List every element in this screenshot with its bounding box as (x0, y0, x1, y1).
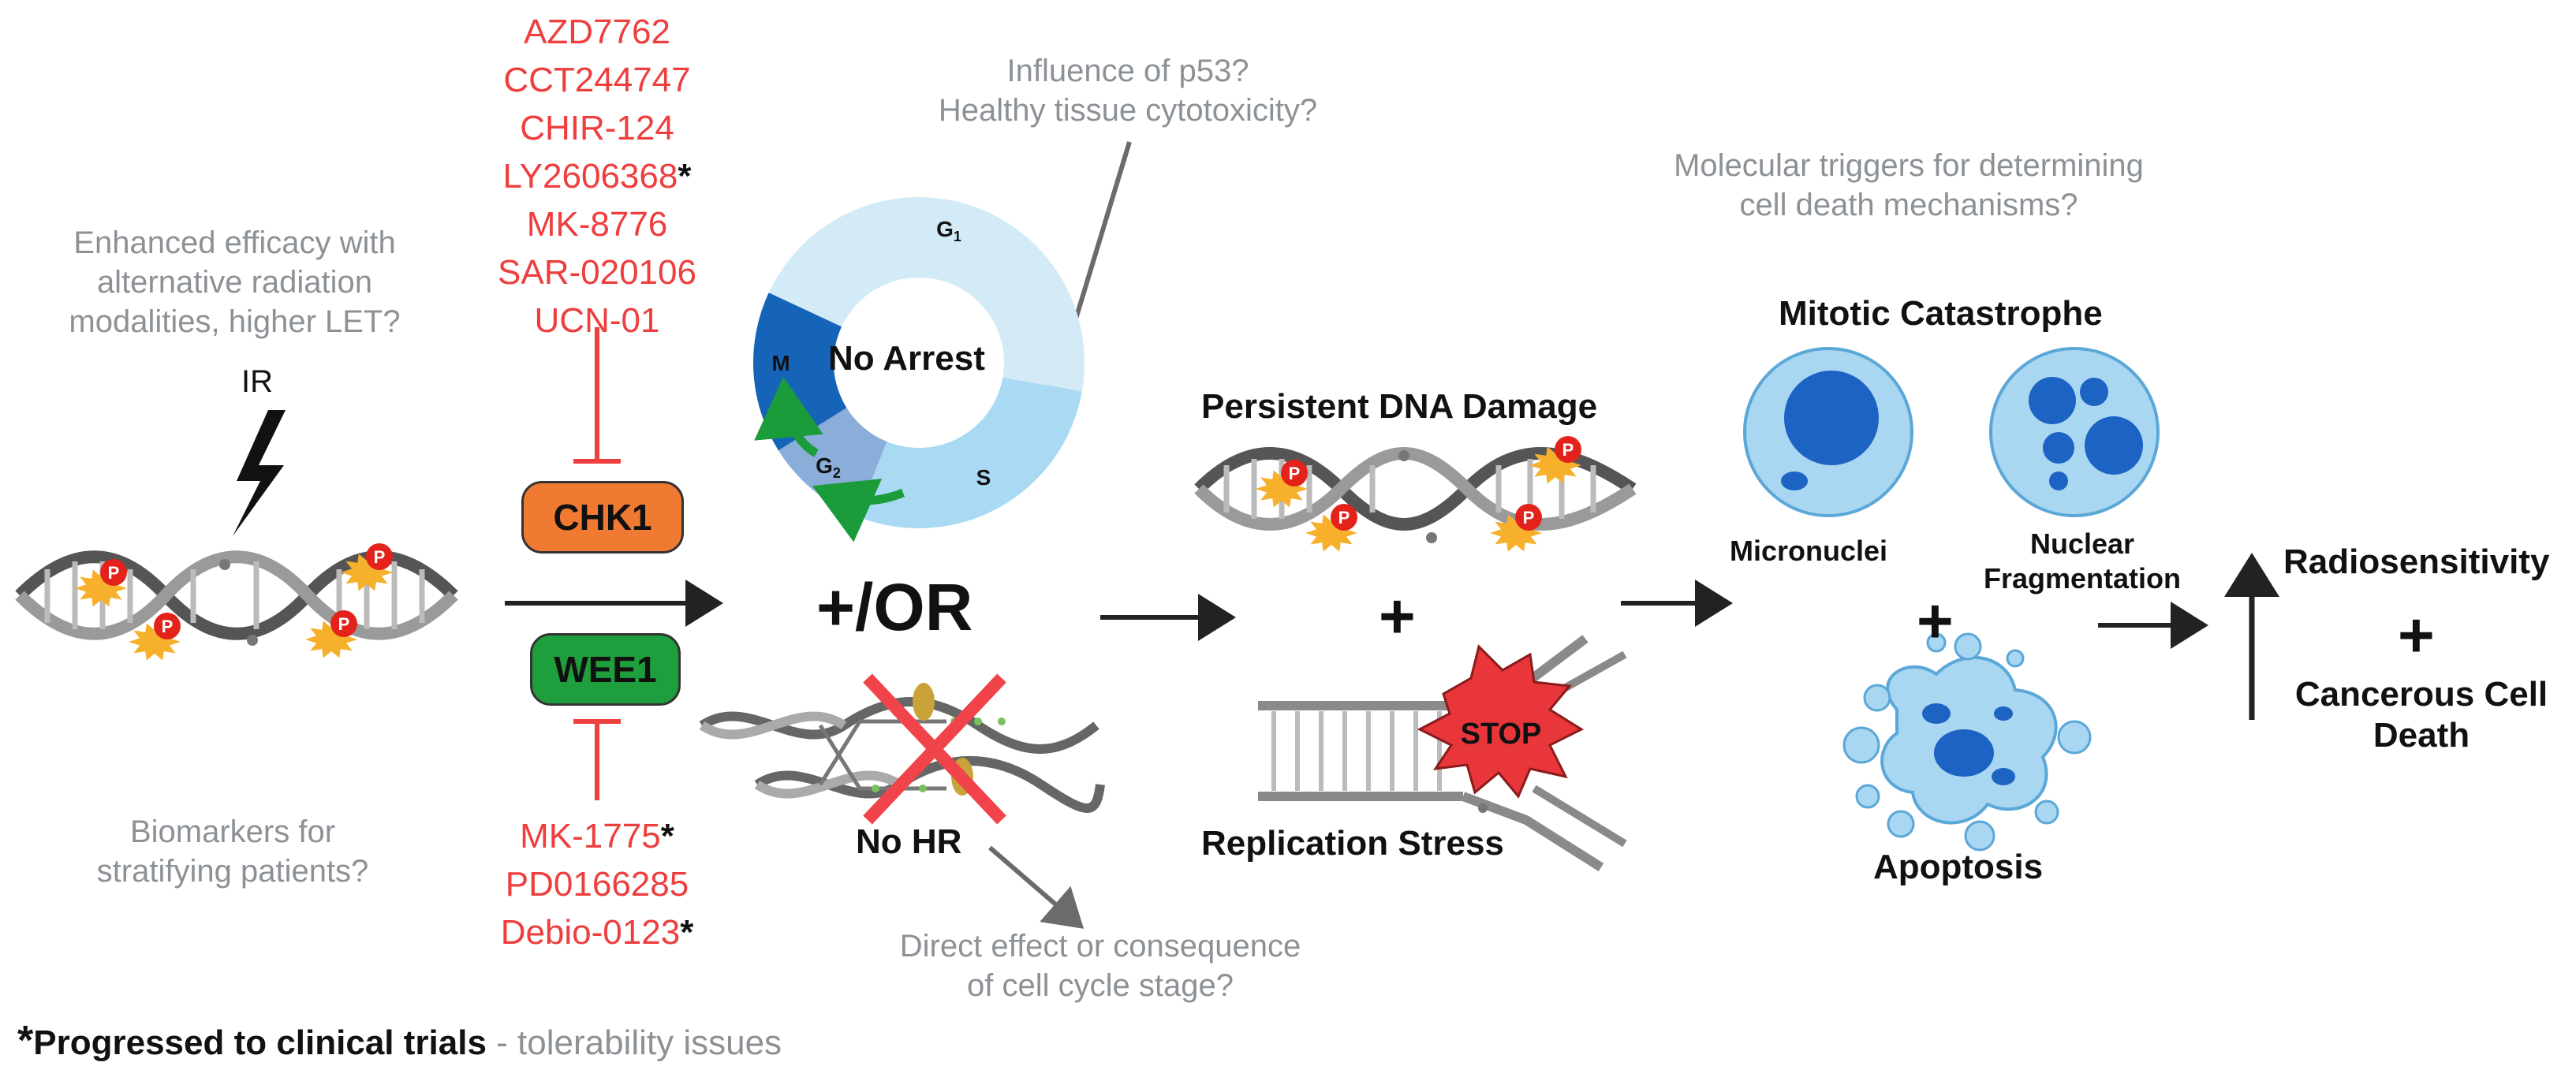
direct-effect-question: Direct effect or consequence of cell cyc… (899, 929, 1301, 1003)
no-hr-label: No HR (856, 822, 962, 861)
ir-label: IR (241, 364, 273, 399)
homologous-recombination-icon (699, 673, 1105, 825)
phosphorylation-icon: P (1305, 504, 1357, 552)
molecular-triggers-question: Molecular triggers for determining cell … (1674, 148, 2144, 222)
phosphorylation-icon: P (129, 613, 181, 661)
phosphorylation-icon: P (1490, 504, 1542, 552)
red-cross-icon (863, 673, 1006, 825)
wee1-inhibitor: Debio-0123* (500, 913, 694, 952)
persistent-dna-damage-label: Persistent DNA Damage (1201, 387, 1598, 426)
wee1-inhibitor: MK-1775* (520, 817, 674, 855)
chk1-inhibitor: CHIR-124 (520, 109, 674, 147)
no-arrest-label: No Arrest (828, 339, 985, 378)
chk1-inhibitor: SAR-020106 (498, 253, 696, 292)
cycle-phase-g1 (759, 196, 1085, 392)
chk1-inhibitor: CCT244747 (503, 61, 691, 99)
radiosensitivity-label: Radiosensitivity (2283, 542, 2550, 581)
p53-question: Influence of p53? Healthy tissue cytotox… (938, 54, 1318, 128)
plus-sign-outcome: + (2398, 600, 2435, 670)
svg-text:P: P (1562, 440, 1574, 460)
chk1-inhibitor: MK-8776 (526, 205, 668, 244)
cell-cycle-ring (752, 196, 1085, 542)
phase-label-m: M (771, 351, 790, 375)
chk1-node: CHK1 (521, 481, 684, 554)
mitotic-catastrophe-label: Mitotic Catastrophe (1779, 294, 2103, 333)
phosphorylation-icon: P (75, 559, 127, 607)
chk1-inhibitor: LY2606368* (502, 157, 692, 196)
micronuclei-label: Micronuclei (1730, 535, 1888, 567)
phosphorylation-icon: P (1529, 436, 1581, 484)
wee1-inhibitor: PD0166285 (505, 865, 689, 904)
cell-micronuclei-icon (1743, 347, 1913, 517)
radiation-question: Enhanced efficacy with alternative radia… (69, 226, 401, 339)
phospho-markers-left: P P P P (75, 543, 393, 661)
plus-sign-death: + (1917, 586, 1954, 656)
replication-stress-label: Replication Stress (1201, 824, 1504, 863)
phosphorylation-icon: P (1256, 460, 1308, 508)
phase-label-g1: G1 (936, 217, 961, 244)
phase-label-g2: G2 (816, 453, 841, 481)
phosphorylation-icon: P (305, 610, 357, 658)
apoptosis-label: Apoptosis (1873, 848, 2044, 886)
svg-text:P: P (108, 563, 120, 583)
cell-nuclear-fragmentation-icon (1989, 347, 2160, 517)
green-progress-arrow-icon (812, 479, 905, 542)
footnote: *Progressed to clinical trials - tolerab… (17, 1018, 782, 1064)
chk1-inhibitor: UCN-01 (534, 301, 660, 340)
apoptotic-cell-icon (1842, 632, 2092, 852)
cycle-phase-s (857, 377, 1082, 528)
phospho-markers-right: P P P P (1256, 436, 1581, 552)
svg-text:P: P (1338, 508, 1350, 527)
phosphorylation-icon: P (341, 543, 393, 591)
lightning-bolt-icon (233, 410, 286, 536)
wee1-node: WEE1 (530, 633, 681, 706)
svg-text:P: P (1523, 508, 1535, 527)
svg-text:P: P (338, 614, 350, 634)
biomarkers-question: Biomarkers for stratifying patients? (96, 814, 369, 889)
phase-label-s: S (976, 465, 991, 490)
direct-question-arrow (988, 845, 1085, 929)
svg-text:P: P (162, 617, 174, 636)
svg-text:P: P (1289, 464, 1301, 483)
chk1-inhibitor: AZD7762 (524, 13, 670, 51)
nuclear-fragmentation-label: Nuclear Fragmentation (1983, 527, 2181, 595)
damaged-dna-left-icon (15, 550, 458, 646)
plus-sign-damage: + (1379, 581, 1416, 651)
stop-burst-icon (1417, 644, 1585, 799)
cancerous-cell-death-label: Cancerous Cell Death (2294, 675, 2548, 755)
stop-label: STOP (1461, 718, 1542, 751)
and-or-label: +/OR (816, 570, 973, 644)
damaged-dna-right-icon (1194, 447, 1637, 543)
green-progress-arrow-icon (754, 377, 823, 457)
svg-text:P: P (374, 547, 386, 567)
replication-fork-icon (1258, 635, 1627, 872)
